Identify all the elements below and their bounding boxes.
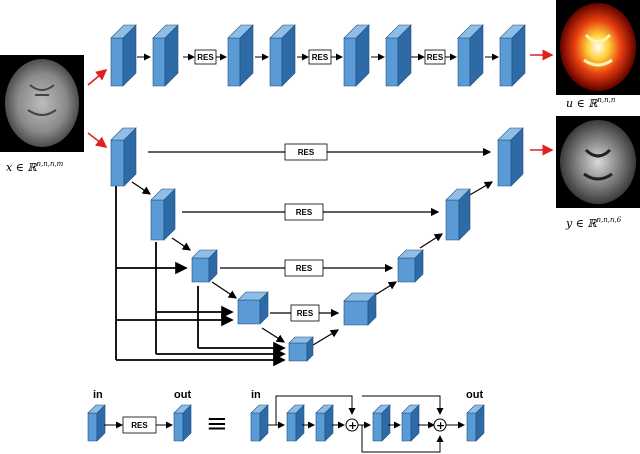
legend-res: RES bbox=[122, 416, 157, 434]
top-block-7 bbox=[457, 24, 484, 87]
top-block-1 bbox=[110, 24, 137, 87]
top-block-4 bbox=[269, 24, 296, 87]
unet-dec-3 bbox=[397, 249, 424, 283]
legend-block-out bbox=[173, 404, 192, 442]
legend-arrows bbox=[104, 395, 465, 453]
top-res-3: RES bbox=[424, 49, 446, 65]
top-block-3 bbox=[227, 24, 254, 87]
top-block-8 bbox=[499, 24, 526, 87]
legend-res-block-3 bbox=[315, 404, 334, 442]
unet-dec-2 bbox=[445, 188, 471, 241]
legend-res-block-1 bbox=[250, 404, 269, 442]
legend-out-left: out bbox=[174, 389, 191, 401]
svg-text:RES: RES bbox=[312, 53, 329, 62]
top-res-2: RES bbox=[308, 49, 332, 65]
top-res-1: RES bbox=[194, 49, 217, 65]
svg-text:RES: RES bbox=[197, 53, 214, 62]
svg-text:RES: RES bbox=[296, 208, 313, 217]
svg-text:RES: RES bbox=[297, 309, 314, 318]
unet-enc-1 bbox=[110, 127, 137, 187]
skip-res-3: RES bbox=[284, 259, 324, 277]
red-arrow-to-u-path bbox=[87, 68, 108, 86]
svg-text:+: + bbox=[348, 419, 357, 432]
plus-node-2: + bbox=[433, 418, 447, 432]
skip-res-1: RES bbox=[284, 143, 328, 161]
skip-res-2: RES bbox=[284, 203, 324, 221]
unet-enc-3 bbox=[191, 249, 218, 283]
skip-res-4: RES bbox=[290, 304, 320, 322]
svg-text:+: + bbox=[436, 419, 445, 432]
svg-text:RES: RES bbox=[298, 148, 315, 157]
svg-text:RES: RES bbox=[296, 264, 313, 273]
unet-dec-1 bbox=[497, 127, 524, 187]
top-block-6 bbox=[385, 24, 412, 87]
plus-node-1: + bbox=[345, 418, 359, 432]
res-boxes: RES RES RES RES RES RES RES RES bbox=[122, 49, 446, 434]
equiv-symbol: ≡ bbox=[206, 409, 228, 439]
legend-in-left: in bbox=[93, 389, 103, 401]
red-arrow-to-y-path bbox=[87, 132, 108, 148]
feature-blocks bbox=[87, 24, 526, 442]
svg-text:RES: RES bbox=[131, 421, 148, 430]
legend-res-block-6 bbox=[466, 404, 485, 442]
input-x-label: x ∈ ℝn,n,n,m bbox=[6, 160, 64, 174]
unet-bottleneck bbox=[288, 336, 314, 362]
output-u-label: u ∈ ℝn,n,n bbox=[566, 96, 616, 110]
unet-enc-2 bbox=[150, 188, 176, 241]
legend-in-right: in bbox=[251, 389, 261, 401]
svg-text:RES: RES bbox=[427, 53, 444, 62]
legend-out-right: out bbox=[466, 389, 483, 401]
top-block-2 bbox=[152, 24, 179, 87]
input-brain-image bbox=[0, 55, 84, 152]
legend-res-block-4 bbox=[372, 404, 391, 442]
legend-res-block-2 bbox=[286, 404, 305, 442]
output-y-image bbox=[556, 116, 640, 208]
output-u-image bbox=[556, 0, 640, 95]
top-block-5 bbox=[343, 24, 370, 87]
unet-enc-4 bbox=[237, 291, 269, 325]
dense-connection-lines bbox=[115, 186, 286, 367]
legend-block-in bbox=[87, 404, 106, 442]
unet-dec-4 bbox=[343, 292, 377, 326]
legend-res-block-5 bbox=[401, 404, 420, 442]
output-y-label: y ∈ ℝn,n,n,6 bbox=[565, 216, 622, 230]
